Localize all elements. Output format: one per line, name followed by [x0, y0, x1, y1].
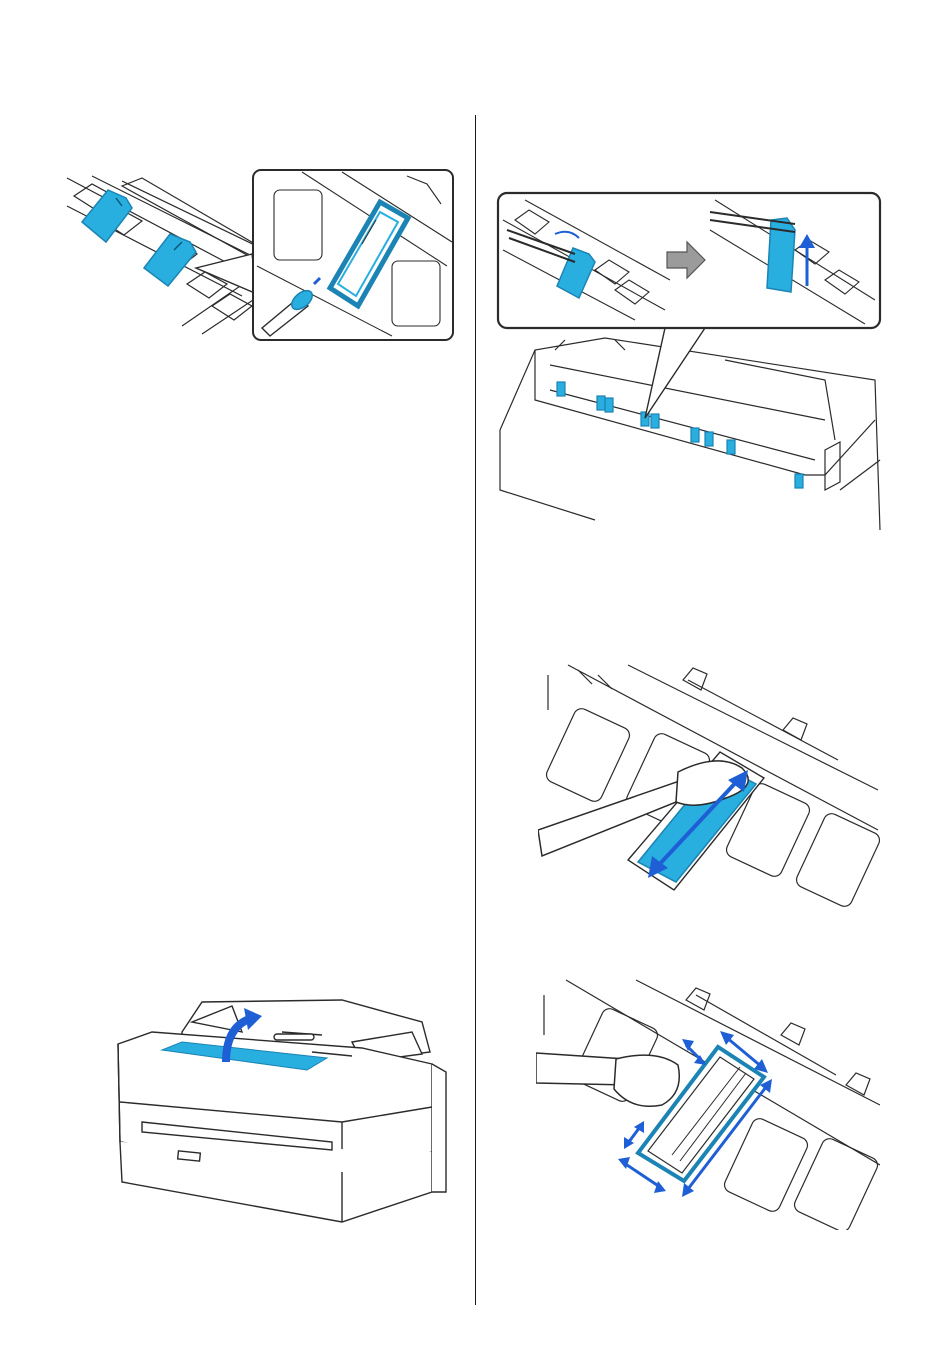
printer-open-cover-illustration — [112, 992, 450, 1224]
swab-wipe-icon — [538, 660, 880, 910]
swab-wipe-icon — [536, 975, 880, 1230]
clean-pad-edges-illustration — [536, 975, 880, 1230]
tweezers-remove-pad-illustration — [495, 190, 885, 530]
printer-icon — [112, 992, 450, 1224]
wipe-pad-illustration — [538, 660, 880, 910]
swab-cleaning-pads-illustration — [62, 166, 457, 344]
cotton-swab-icon — [62, 166, 457, 344]
column-divider — [475, 115, 476, 1305]
tweezers-icon — [495, 190, 885, 530]
